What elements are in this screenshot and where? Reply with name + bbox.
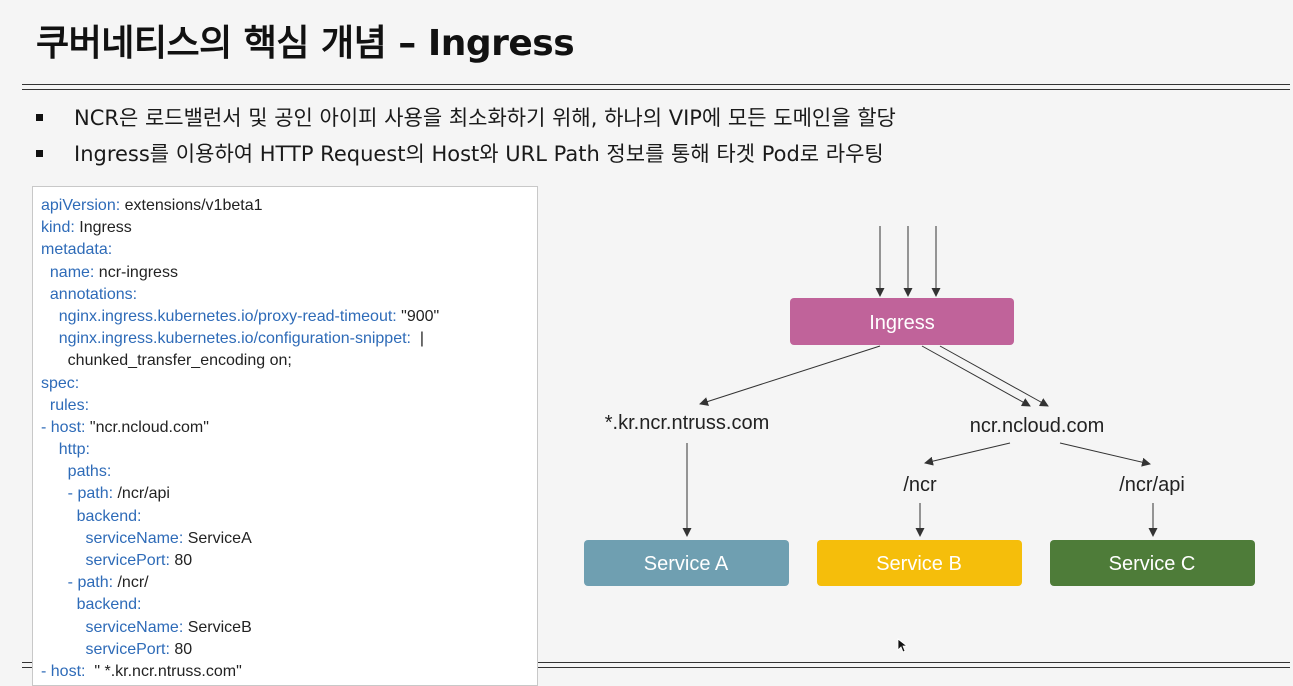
footer-rule-bottom [22, 667, 1290, 668]
yaml-line: serviceName: ServiceB [41, 617, 439, 639]
yaml-line: backend: [41, 506, 439, 528]
yaml-line: nginx.ingress.kubernetes.io/proxy-read-t… [41, 306, 439, 328]
yaml-line: metadata: [41, 239, 439, 261]
yaml-key: rules: [41, 396, 90, 414]
yaml-key: spec: [41, 374, 80, 392]
yaml-key: paths: [41, 463, 112, 481]
yaml-line: servicePort: 80 [41, 639, 439, 661]
yaml-value: /ncr/ [113, 574, 149, 592]
yaml-value: extensions/v1beta1 [120, 197, 263, 214]
path-label-ncr-api: /ncr/api [1119, 474, 1185, 496]
yaml-line: - path: /ncr/ [41, 572, 439, 594]
yaml-value: "ncr.ncloud.com" [85, 418, 209, 436]
yaml-value: chunked_transfer_encoding on; [41, 352, 292, 370]
yaml-line: serviceName: ServiceA [41, 528, 439, 550]
yaml-key: backend: [41, 596, 142, 614]
route-arrow [1059, 442, 1151, 467]
yaml-value: "900" [396, 307, 440, 325]
yaml-key: http: [41, 441, 90, 459]
service-c-label: Service C [1109, 553, 1196, 575]
service-a-label: Service A [644, 553, 729, 575]
square-bullet-icon [36, 150, 43, 157]
route-arrow [921, 345, 1031, 407]
yaml-value: | [411, 330, 425, 348]
yaml-value: 80 [169, 640, 193, 658]
mouse-cursor-icon [897, 638, 909, 653]
yaml-key: - host: [41, 418, 86, 436]
yaml-key: serviceName: [41, 618, 184, 636]
service-b-node [817, 540, 1022, 586]
yaml-value: Ingress [74, 219, 132, 237]
yaml-value: ServiceA [183, 529, 252, 547]
bullet-text: Ingress를 이용하여 HTTP Request의 Host와 URL Pa… [74, 142, 884, 166]
title-rule-bottom [22, 89, 1290, 90]
service-b-label: Service B [876, 553, 962, 575]
yaml-line: - path: /ncr/api [41, 483, 439, 505]
footer-rule-top [22, 662, 1290, 663]
yaml-key: apiVersion: [41, 197, 121, 214]
yaml-key: nginx.ingress.kubernetes.io/configuratio… [41, 330, 411, 348]
yaml-line: - host: " *.kr.ncr.ntruss.com" [41, 661, 439, 683]
service-a-node [584, 540, 789, 586]
yaml-line: paths: [41, 461, 439, 483]
yaml-key: kind: [41, 219, 75, 237]
yaml-line: nginx.ingress.kubernetes.io/configuratio… [41, 328, 439, 350]
path-label-ncr: /ncr [903, 474, 937, 496]
route-arrow [699, 345, 881, 406]
yaml-key: metadata: [41, 241, 113, 259]
ingress-node [790, 298, 1014, 345]
service-c-node [1050, 540, 1255, 586]
yaml-key: servicePort: [41, 640, 170, 658]
yaml-line: chunked_transfer_encoding on; [41, 350, 439, 372]
square-bullet-icon [36, 114, 43, 121]
bullet-list: NCR은 로드밸런서 및 공인 아이피 사용을 최소화하기 위해, 하나의 VI… [36, 100, 896, 172]
yaml-line: backend: [41, 594, 439, 616]
slide-title: 쿠버네티스의 핵심 개념 – Ingress [36, 23, 575, 64]
title-rule-top [22, 84, 1290, 85]
bullet-item: Ingress를 이용하여 HTTP Request의 Host와 URL Pa… [36, 136, 896, 172]
yaml-line: name: ncr-ingress [41, 262, 439, 284]
yaml-key: servicePort: [41, 552, 170, 569]
yaml-value: 80 [169, 552, 193, 569]
yaml-line: annotations: [41, 284, 439, 306]
bullet-text: NCR은 로드밸런서 및 공인 아이피 사용을 최소화하기 위해, 하나의 VI… [74, 106, 896, 130]
yaml-key: name: [41, 263, 95, 281]
yaml-key: - path: [41, 574, 114, 592]
yaml-key: - path: [41, 485, 114, 503]
route-arrow [939, 345, 1049, 407]
yaml-line: spec: [41, 373, 439, 395]
yaml-value: ServiceB [183, 618, 252, 636]
yaml-line: - host: "ncr.ncloud.com" [41, 417, 439, 439]
yaml-key: annotations: [41, 285, 138, 303]
yaml-line: kind: Ingress [41, 217, 439, 239]
route-arrow [924, 442, 1011, 466]
ingress-node-label: Ingress [869, 312, 935, 334]
yaml-line: http: [41, 439, 439, 461]
yaml-key: serviceName: [41, 529, 184, 547]
yaml-key: - host: [41, 662, 86, 680]
yaml-key: nginx.ingress.kubernetes.io/proxy-read-t… [41, 307, 397, 325]
yaml-value: ncr-ingress [94, 263, 178, 281]
yaml-key: backend: [41, 507, 142, 525]
yaml-line: rules: [41, 395, 439, 417]
yaml-value: " *.kr.ncr.ntruss.com" [85, 662, 242, 680]
host-label-ntruss: *.kr.ncr.ntruss.com [605, 412, 770, 434]
yaml-line: apiVersion: extensions/v1beta1 [41, 195, 439, 217]
yaml-line: servicePort: 80 [41, 550, 439, 572]
host-label-ncloud: ncr.ncloud.com [970, 415, 1105, 437]
bullet-item: NCR은 로드밸런서 및 공인 아이피 사용을 최소화하기 위해, 하나의 VI… [36, 100, 896, 136]
yaml-value: /ncr/api [113, 485, 170, 503]
